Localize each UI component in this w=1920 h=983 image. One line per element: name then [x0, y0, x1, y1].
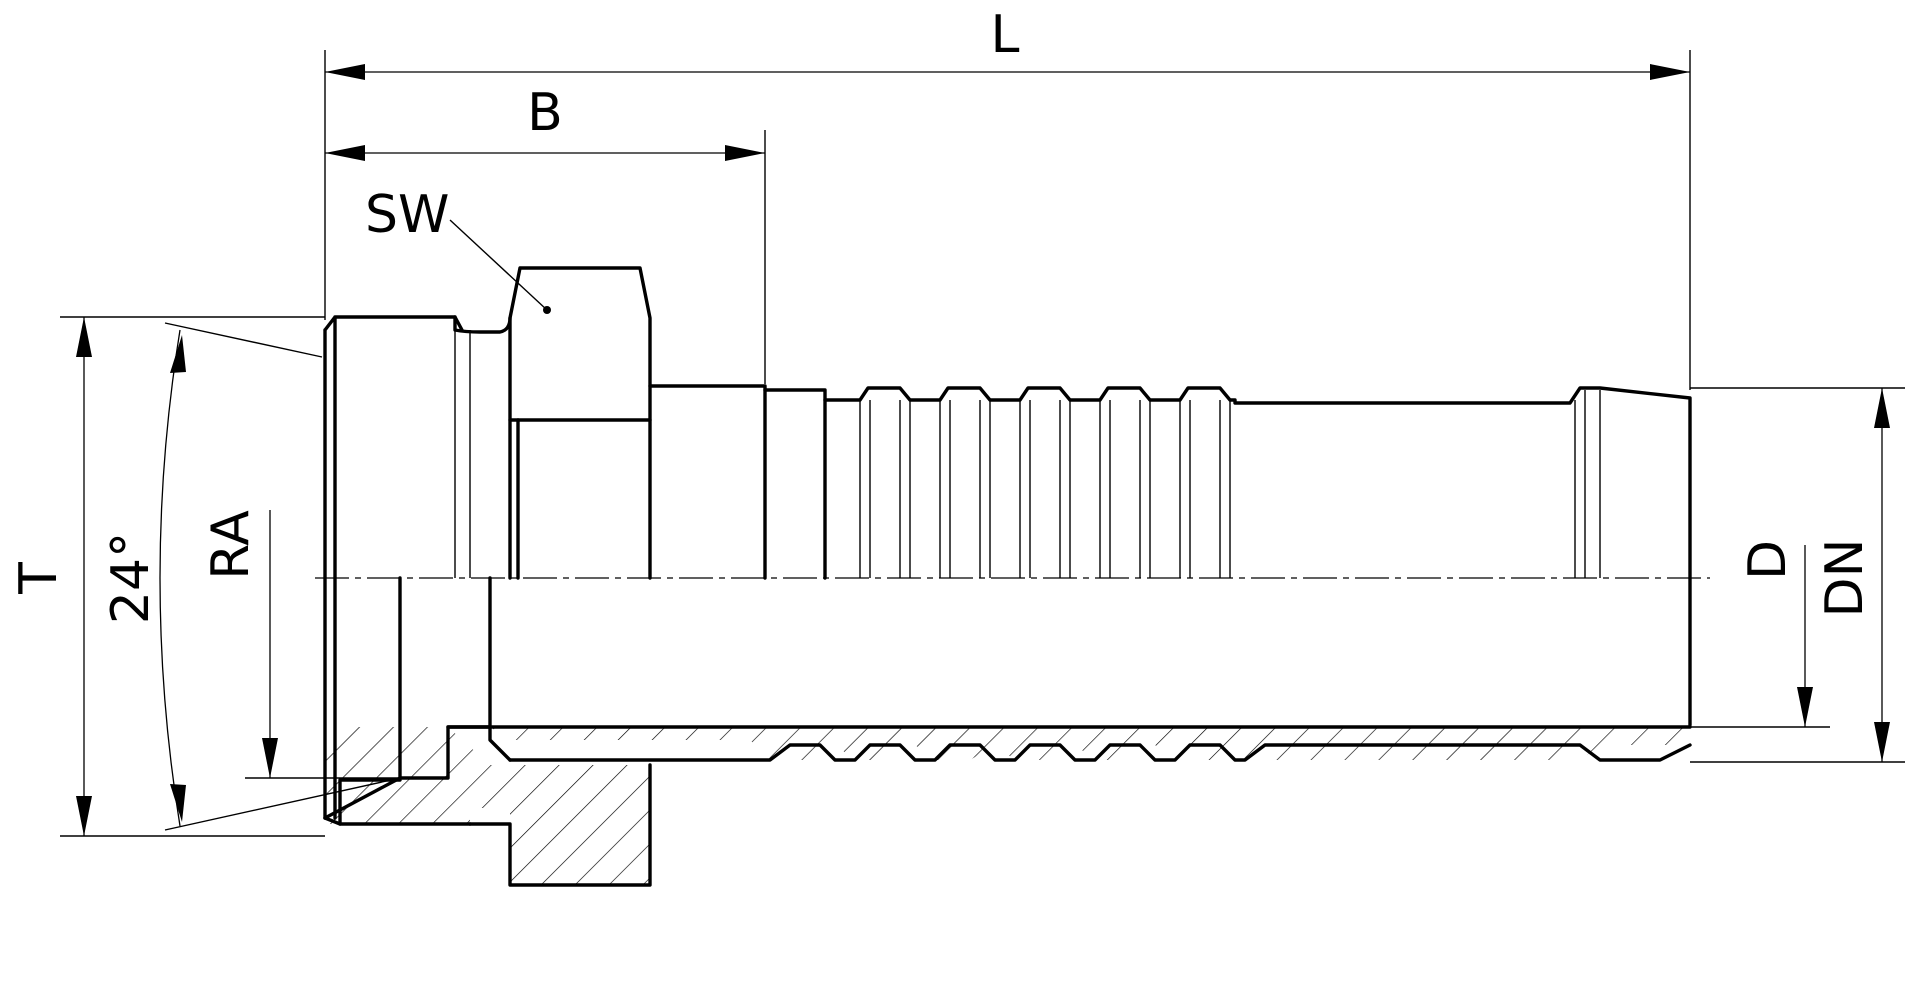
label-d: D	[1738, 540, 1798, 580]
labels: L B SW T 24° RA D DN	[9, 5, 1875, 624]
label-l: L	[991, 5, 1020, 65]
label-24deg: 24°	[101, 532, 161, 624]
label-sw: SW	[365, 185, 449, 245]
label-b: B	[527, 83, 563, 143]
barbs	[823, 386, 1692, 727]
label-dn: DN	[1815, 539, 1875, 618]
thread-end	[323, 315, 464, 820]
label-t: T	[9, 562, 69, 595]
hex-nut	[508, 266, 652, 580]
fitting-outline	[323, 266, 1692, 887]
label-ra: RA	[201, 510, 261, 580]
dimension-lines	[60, 50, 1905, 837]
section-hatching	[325, 727, 1690, 885]
shoulder	[648, 384, 767, 580]
